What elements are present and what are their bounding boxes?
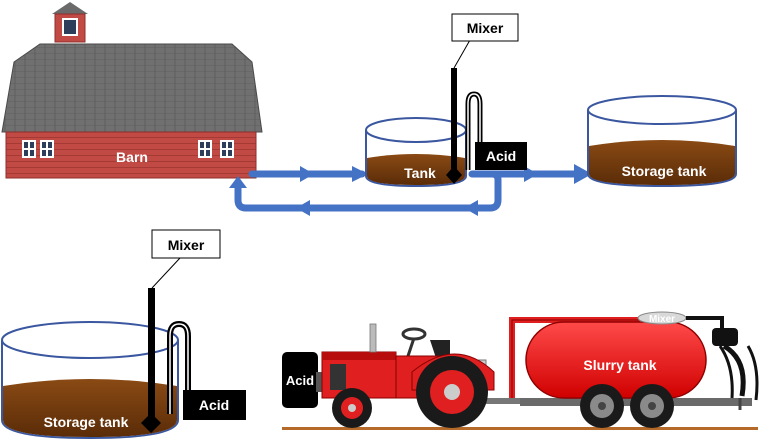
acid-bottom: Acid [183,390,246,420]
arrow-right-3 [524,166,538,182]
arrow-up-return [229,176,247,188]
mixer-top-callout [451,13,519,42]
mixer-top-blade [446,166,462,184]
storage-tank-top: Storage tank [587,95,737,188]
barn-roof [1,43,263,133]
pipe-flow-arrows [229,164,592,216]
barn-window-left [22,140,54,158]
trailer-wheel-front [580,384,624,428]
tank-label: Tank [404,165,436,181]
mixer-trailer: Mixer [637,311,687,325]
arrow-right-1 [300,166,314,182]
tractor-front-wheel [332,388,372,428]
acid-top: Acid [475,142,527,170]
acid-tractor-label: Acid [286,373,314,388]
barn-cupola [52,2,88,43]
storage-tank-bottom-label: Storage tank [44,414,129,430]
acid-tractor: Acid [282,352,318,408]
mixer-bottom: Mixer [141,229,221,433]
pipe-return-loop [234,170,502,212]
ground-line [282,427,758,430]
arrow-left-2 [296,200,310,216]
tractor-rear-wheel [416,356,488,428]
acid-top-label: Acid [486,148,516,164]
mixer-bottom-callout [151,229,221,259]
barn-label: Barn [116,149,148,165]
arrow-left-1 [464,200,478,216]
tank-slurry [367,154,465,185]
mixer-top: Mixer [446,13,519,184]
arrow-right-4 [574,164,592,184]
acid-bottom-label: Acid [199,397,229,413]
storage-tank-top-label: Storage tank [622,163,707,179]
mixer-bottom-blade [141,413,161,433]
mixer-bottom-label: Mixer [168,237,205,253]
tank: Tank [365,117,467,188]
tractor: Acid [282,323,534,428]
barn-window-right [198,140,234,158]
storage-tank-top-slurry [589,140,735,185]
barn: Barn [1,2,263,179]
storage-tank-bottom-slurry [3,379,177,437]
mixer-top-label: Mixer [467,20,504,36]
slurry-tank-trailer: Slurry tank Mixer [509,311,759,428]
mixer-trailer-label: Mixer [649,314,675,325]
slurry-tank-label: Slurry tank [583,357,656,373]
arrow-right-2 [352,166,368,182]
trailer-wheel-rear [630,384,674,428]
storage-tank-bottom: Storage tank [1,321,179,440]
